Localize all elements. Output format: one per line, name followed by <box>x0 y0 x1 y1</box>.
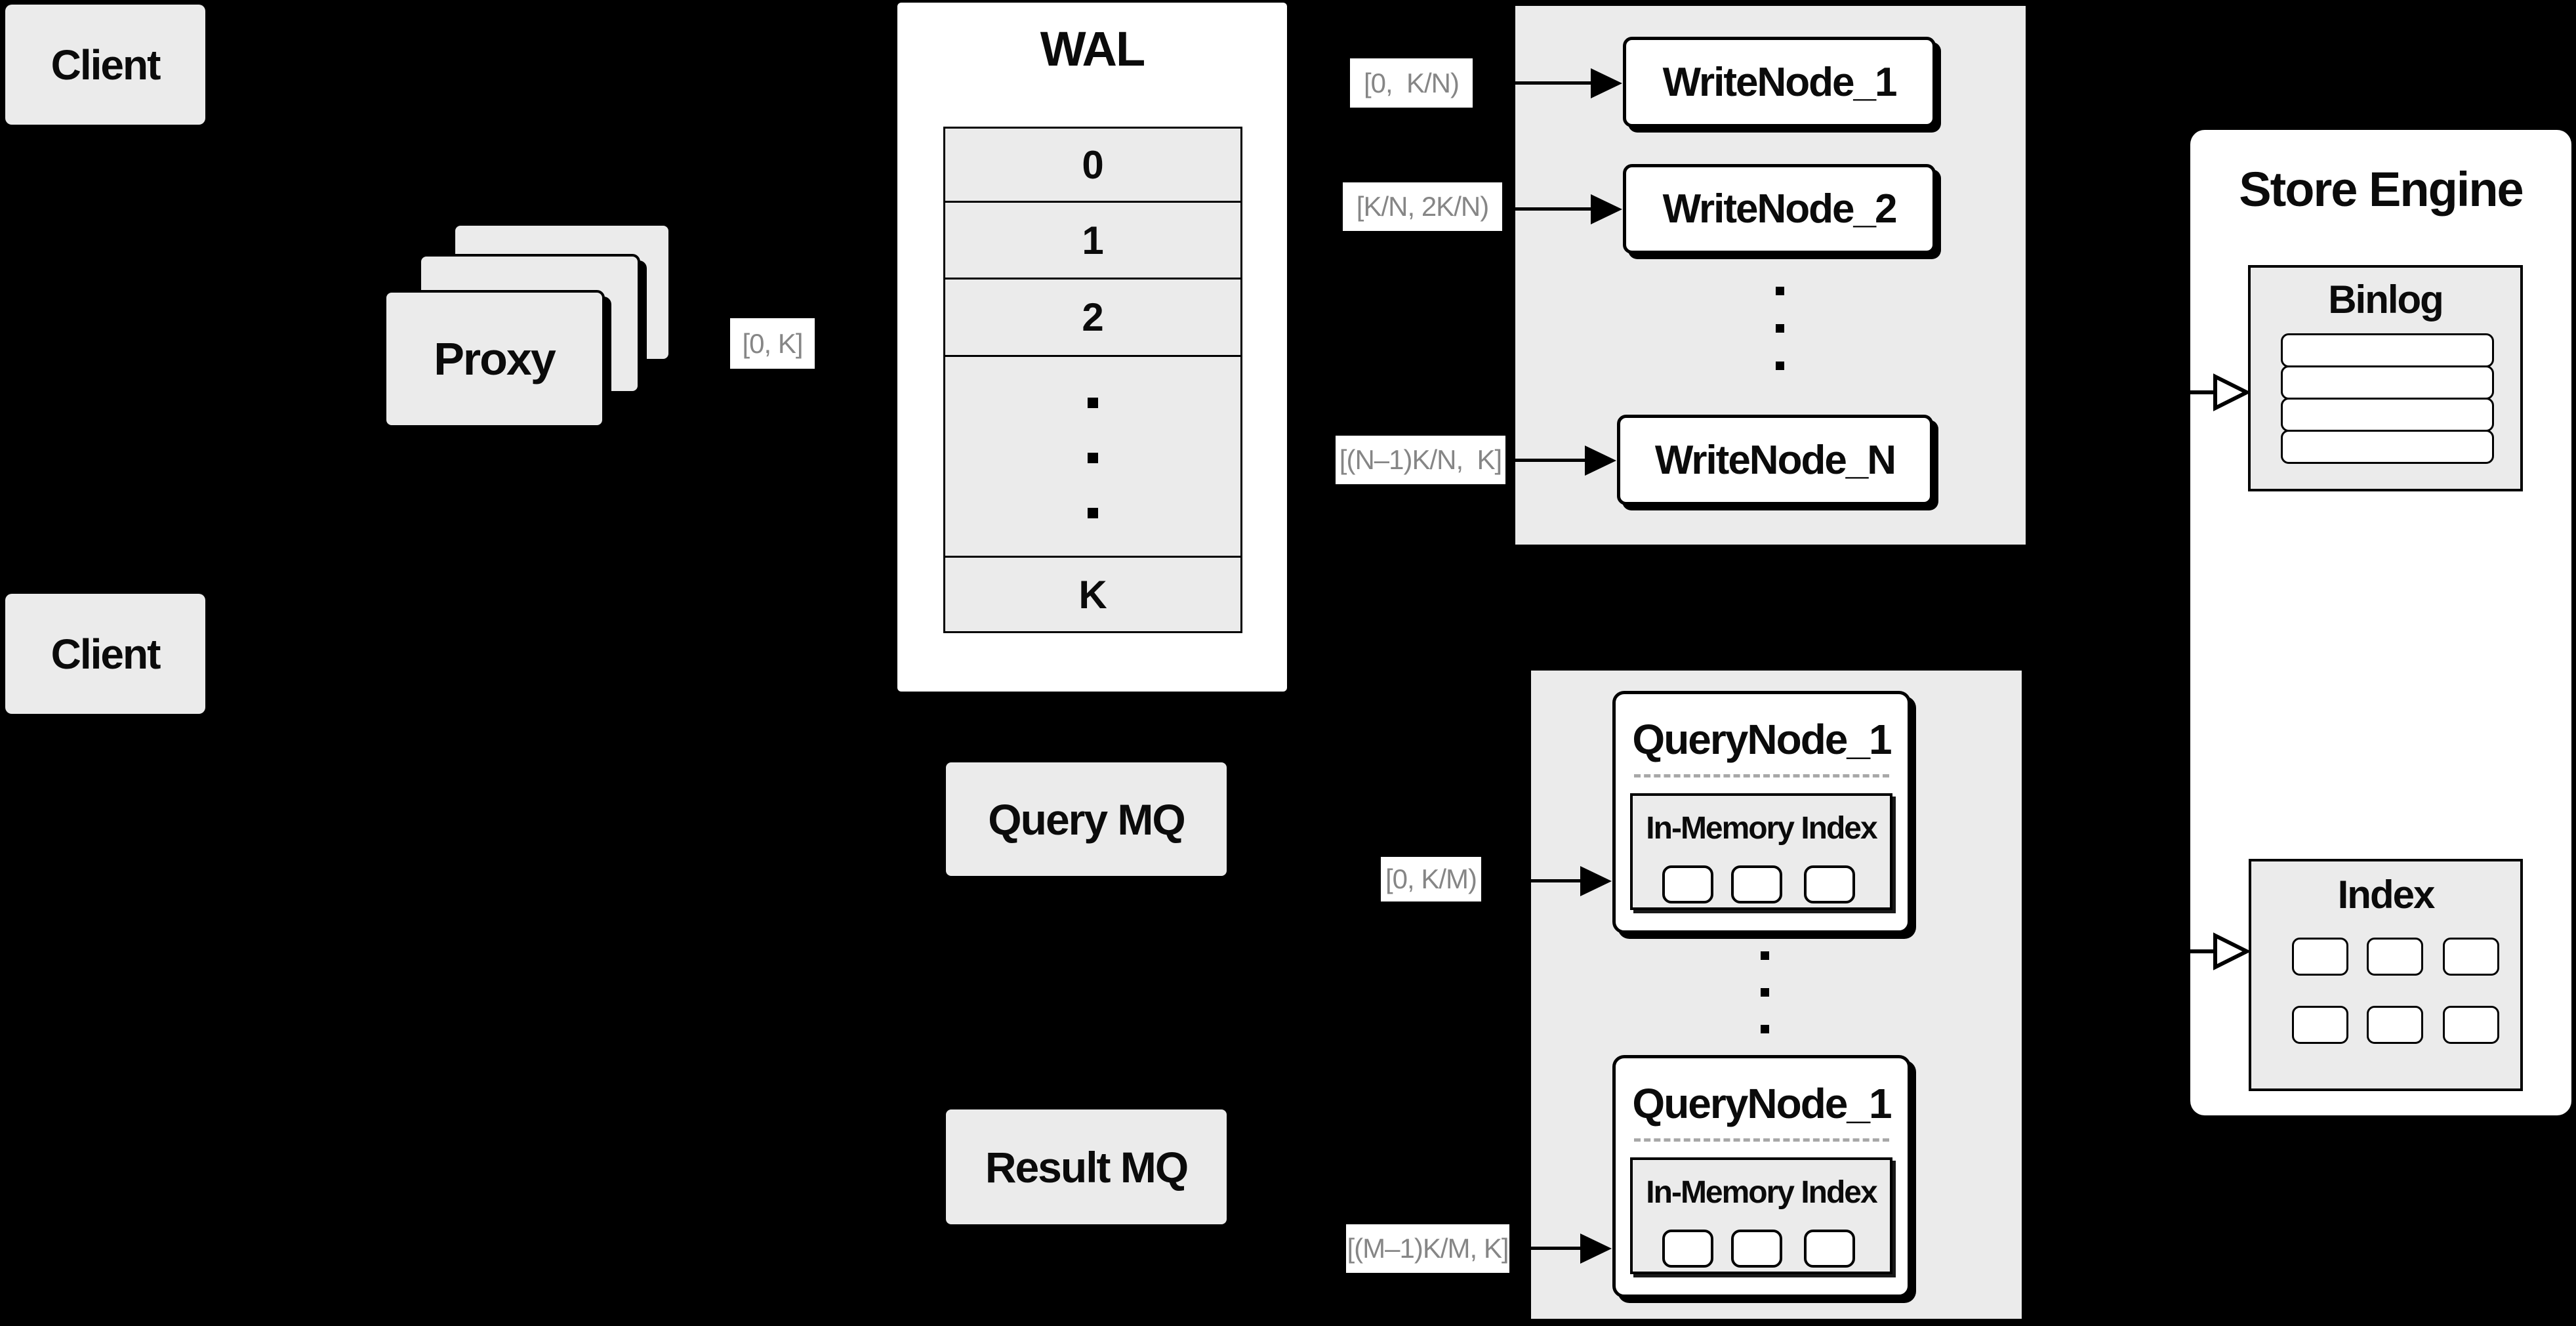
arrow-to-writenode-n <box>1515 459 1585 462</box>
wal-title: WAL <box>1040 22 1145 76</box>
query-node-top-box: QueryNode_1 In-Memory Index <box>1612 691 1911 934</box>
binlog-row <box>2281 365 2494 400</box>
edge-label-wal-to-writenode-n: [(N–1)K/N, K] <box>1336 436 1505 484</box>
in-memory-index-bottom-label: In-Memory Index <box>1646 1175 1877 1210</box>
segment-chip <box>1731 1230 1782 1268</box>
wal-row-0: 0 <box>945 129 1240 203</box>
client-box-top: Client <box>5 5 205 125</box>
index-cell <box>2292 1006 2348 1044</box>
query-node-bottom-box: QueryNode_1 In-Memory Index <box>1612 1055 1911 1298</box>
query-mq-label: Query MQ <box>988 795 1185 844</box>
binlog-title: Binlog <box>2328 278 2444 321</box>
index-cell <box>2443 938 2499 976</box>
edge-label-proxy-to-wal: [0, K] <box>730 318 815 369</box>
client-box-bottom: Client <box>5 594 205 714</box>
client-top-label: Client <box>51 41 161 89</box>
binlog-row <box>2281 430 2494 464</box>
segment-chip <box>1804 865 1855 903</box>
segment-chip <box>1662 1230 1713 1268</box>
arrow-to-writenode-2 <box>1515 207 1591 211</box>
in-memory-index-top-label: In-Memory Index <box>1646 811 1877 846</box>
write-node-n-box: WriteNode_N <box>1617 415 1933 505</box>
query-mq-box: Query MQ <box>946 762 1227 876</box>
open-arrow-to-index <box>2186 932 2251 970</box>
index-cell <box>2367 1006 2423 1044</box>
store-engine-container: Store Engine Binlog Index <box>2190 130 2571 1115</box>
index-cell <box>2367 938 2423 976</box>
in-memory-index-top-box: In-Memory Index <box>1630 793 1892 910</box>
edge-label-wal-to-writenode-2: [K/N, 2K/N) <box>1343 182 1502 231</box>
write-nodes-ellipsis-icon <box>1776 287 1784 370</box>
write-node-2-box: WriteNode_2 <box>1623 164 1936 254</box>
index-title: Index <box>2337 873 2436 917</box>
wal-row-ellipsis <box>945 357 1240 558</box>
client-bottom-label: Client <box>51 630 161 678</box>
index-box: Index <box>2249 859 2523 1091</box>
binlog-box: Binlog <box>2248 265 2523 491</box>
edge-label-resultmq-to-querynode: [(M–1)K/M, K] <box>1346 1224 1509 1273</box>
index-cell <box>2292 938 2348 976</box>
write-node-2-label: WriteNode_2 <box>1662 186 1898 232</box>
binlog-row <box>2281 333 2494 367</box>
binlog-row <box>2281 398 2494 432</box>
store-engine-title: Store Engine <box>2239 162 2524 217</box>
write-node-1-label: WriteNode_1 <box>1662 59 1898 105</box>
vertical-ellipsis-icon <box>1088 398 1098 518</box>
wal-row-k: K <box>945 558 1240 631</box>
arrow-to-writenode-1 <box>1515 81 1591 85</box>
proxy-label: Proxy <box>434 333 556 384</box>
in-memory-index-bottom-box: In-Memory Index <box>1630 1157 1892 1274</box>
result-mq-box: Result MQ <box>946 1109 1227 1224</box>
open-arrow-to-binlog <box>2186 373 2251 411</box>
arrow-to-querynode-bottom <box>1531 1247 1581 1250</box>
wal-row-1: 1 <box>945 203 1240 280</box>
edge-label-wal-to-writenode-1: [0, K/N) <box>1350 58 1473 108</box>
query-nodes-ellipsis-icon <box>1761 951 1769 1033</box>
segment-chip <box>1662 865 1713 903</box>
write-node-n-label: WriteNode_N <box>1654 437 1896 483</box>
proxy-card-front: Proxy <box>384 290 605 428</box>
dashed-divider <box>1634 1138 1889 1142</box>
binlog-rows <box>2281 333 2494 464</box>
query-node-bottom-title: QueryNode_1 <box>1632 1080 1892 1127</box>
wal-table: 0 1 2 K <box>943 127 1242 633</box>
segment-chip <box>1804 1230 1855 1268</box>
result-mq-label: Result MQ <box>985 1142 1189 1191</box>
write-node-1-box: WriteNode_1 <box>1623 37 1936 127</box>
dashed-divider <box>1634 774 1889 777</box>
wal-container: WAL 0 1 2 K <box>897 3 1287 692</box>
segment-chip <box>1731 865 1782 903</box>
query-node-top-title: QueryNode_1 <box>1632 716 1892 763</box>
edge-label-querymq-to-querynode: [0, K/M) <box>1381 857 1481 901</box>
wal-row-2: 2 <box>945 280 1240 357</box>
index-cell <box>2443 1006 2499 1044</box>
arrow-to-querynode-top <box>1531 879 1581 882</box>
